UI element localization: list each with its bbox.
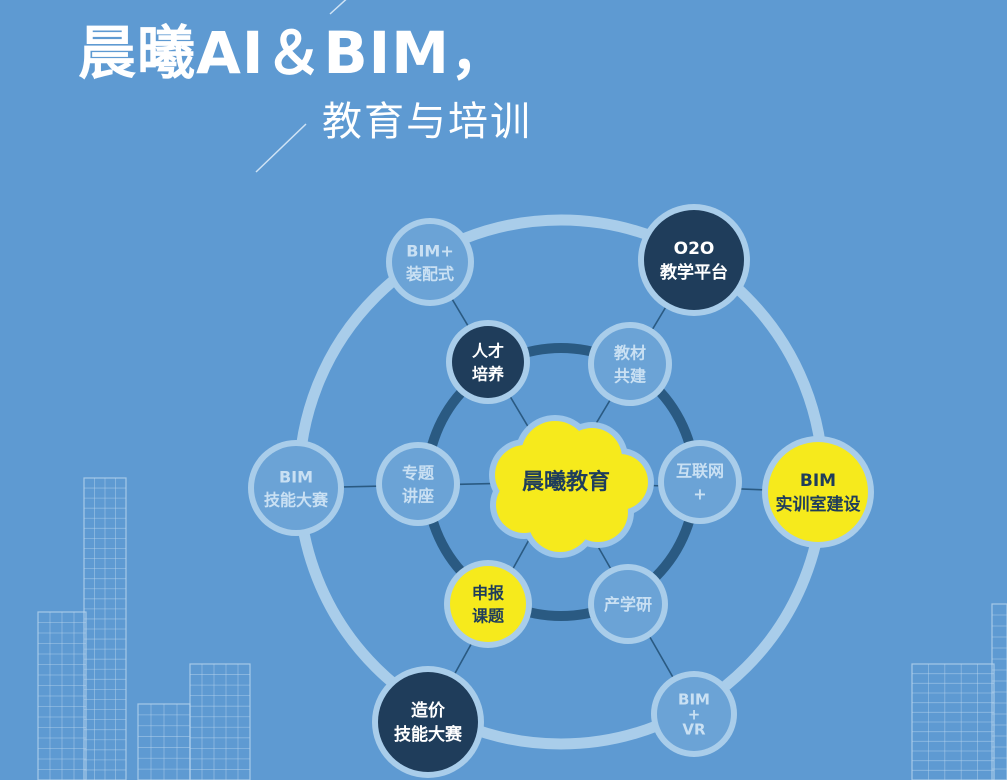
node-fill	[378, 672, 478, 772]
nodes: BIM+装配式O2O教学平台BIM实训室建设BIM+VR造价技能大赛BIM技能大…	[248, 204, 874, 778]
outer-node-bim-prefab: BIM+ 装配式	[386, 218, 474, 306]
node-fill	[768, 442, 868, 542]
node-fill	[450, 566, 526, 642]
node-label: 产学研	[604, 595, 652, 614]
node-label: VR	[682, 720, 706, 738]
skyline-building-5	[911, 663, 995, 780]
skyline-building-2	[37, 611, 87, 780]
node-label: 人才	[472, 341, 504, 360]
node-label: 技能大赛	[394, 724, 463, 745]
decor-line-mid	[255, 123, 307, 173]
node-label: BIM+	[406, 241, 453, 260]
center-label: 晨曦教育	[522, 469, 610, 495]
node-fill	[657, 677, 731, 751]
node-label: 培养	[472, 364, 505, 383]
node-label: 技能大赛	[264, 490, 329, 509]
inner-node-industry-research: 产学研	[588, 564, 668, 644]
node-fill	[254, 446, 338, 530]
node-label: O2O	[674, 239, 715, 259]
title-main: 晨曦AI＆BIM，	[78, 19, 509, 87]
inner-node-internet: 互联网 +	[658, 440, 742, 524]
node-label: 讲座	[402, 486, 434, 505]
decor-line-top	[329, 0, 347, 15]
skyline-building-6	[991, 603, 1007, 780]
node-label: 教材	[614, 343, 646, 362]
node-fill	[644, 210, 744, 310]
skyline-building-3	[137, 703, 191, 780]
node-fill	[382, 448, 454, 520]
outer-node-bim-lab: BIM 实训室建设	[762, 436, 874, 548]
node-fill	[392, 224, 468, 300]
title-sub: 教育与培训	[322, 99, 532, 145]
outer-node-bim-contest: BIM 技能大赛	[248, 440, 344, 536]
node-label: 互联网	[676, 461, 724, 480]
node-label: BIM	[279, 467, 313, 486]
node-label: 造价	[411, 701, 446, 721]
center-cloud: 晨曦教育	[489, 415, 654, 558]
node-fill	[594, 570, 662, 638]
cloud-fill	[495, 421, 648, 552]
node-fill	[664, 446, 736, 518]
node-label: 共建	[614, 366, 646, 385]
node-label: BIM	[678, 690, 710, 708]
node-label: +	[693, 484, 706, 503]
node-label: +	[688, 705, 701, 723]
node-label: 装配式	[405, 264, 454, 283]
node-label: 课题	[472, 606, 505, 625]
node-label: 教学平台	[659, 262, 728, 283]
node-label: BIM	[800, 471, 836, 491]
node-label: 实训室建设	[776, 494, 861, 515]
skyline-building-4	[189, 663, 251, 780]
skyline-building-1	[83, 477, 127, 780]
skyline-decoration	[37, 477, 1007, 780]
outer-node-bim-vr: BIM+VR	[651, 671, 737, 757]
outer-node-o2o-platform: O2O 教学平台	[638, 204, 750, 316]
node-fill	[594, 328, 666, 400]
node-label: 申报	[472, 583, 504, 602]
node-fill	[452, 326, 524, 398]
node-label: 专题	[402, 463, 435, 482]
